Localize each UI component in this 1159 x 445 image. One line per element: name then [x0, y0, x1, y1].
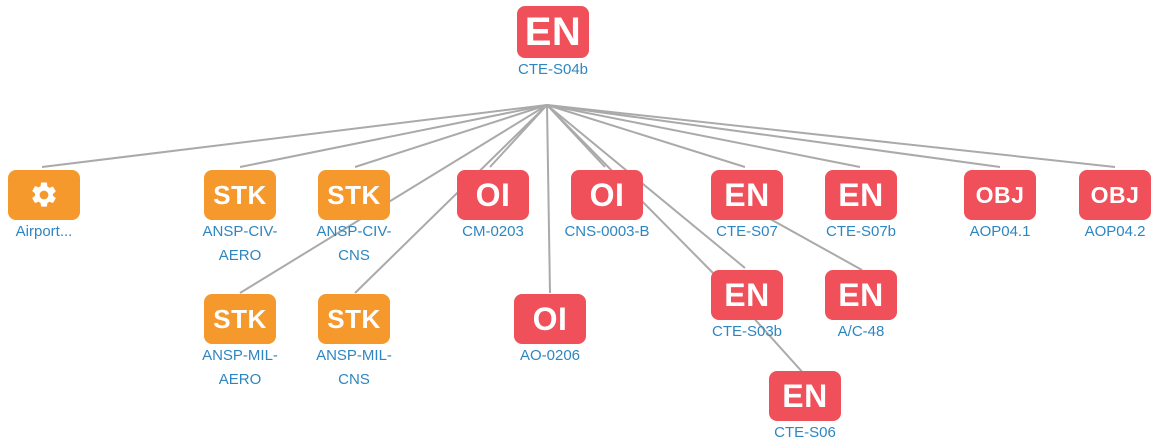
node-label: AOP04.1 [969, 223, 1031, 240]
node-label: ANSP-CIV-CNS [316, 223, 392, 264]
node-label: CTE-S04b [517, 61, 589, 78]
node-label: ANSP-MIL-AERO [202, 347, 278, 388]
stk-badge: STK [204, 170, 276, 220]
stk-badge: STK [318, 170, 390, 220]
edge [546, 104, 551, 294]
oi-badge: OI [514, 294, 586, 344]
edge [546, 104, 746, 269]
node-label: ANSP-MIL-CNS [316, 347, 392, 388]
en-badge: EN [825, 270, 897, 320]
edge [546, 104, 1116, 168]
oi-badge: OI [571, 170, 643, 220]
node-label: CM-0203 [462, 223, 524, 240]
en-badge: EN [711, 170, 783, 220]
oi-badge: OI [457, 170, 529, 220]
obj-badge: OBJ [964, 170, 1036, 220]
gear-badge [8, 170, 80, 220]
edge [546, 104, 746, 168]
node-ac-48[interactable]: EN A/C-48 [801, 270, 921, 344]
node-cns-0003-b[interactable]: OI CNS-0003-B [547, 170, 667, 244]
node-cte-s07b[interactable]: EN CTE-S07b [801, 170, 921, 244]
edge [41, 104, 548, 168]
node-label: CTE-S07 [716, 223, 778, 240]
node-label: A/C-48 [837, 323, 885, 340]
node-label: Airport... [15, 223, 73, 240]
node-label: ANSP-CIV-AERO [202, 223, 278, 264]
node-ansp-civ-aero[interactable]: STK ANSP-CIV-AERO [180, 170, 300, 268]
stk-badge: STK [318, 294, 390, 344]
edge [239, 104, 548, 294]
node-label: CTE-S07b [825, 223, 897, 240]
en-badge: EN [769, 371, 841, 421]
node-label: AO-0206 [519, 347, 581, 364]
node-cte-s06[interactable]: EN CTE-S06 [745, 371, 865, 445]
node-cte-s04b[interactable]: EN CTE-S04b [493, 6, 613, 82]
node-cm-0203[interactable]: OI CM-0203 [433, 170, 553, 244]
node-cte-s03b[interactable]: EN CTE-S03b [687, 270, 807, 344]
en-badge: EN [517, 6, 589, 58]
node-label: CTE-S03b [711, 323, 783, 340]
node-ansp-civ-cns[interactable]: STK ANSP-CIV-CNS [294, 170, 414, 268]
stk-badge: STK [204, 294, 276, 344]
obj-badge: OBJ [1079, 170, 1151, 220]
edge [546, 104, 861, 168]
node-label: AOP04.2 [1084, 223, 1146, 240]
en-badge: EN [711, 270, 783, 320]
node-ao-0206[interactable]: OI AO-0206 [490, 294, 610, 368]
gear-icon [32, 182, 56, 207]
node-airport[interactable]: Airport... [0, 170, 104, 244]
edge [354, 104, 548, 294]
node-ansp-mil-aero[interactable]: STK ANSP-MIL-AERO [180, 294, 300, 392]
edge [354, 104, 548, 168]
node-label: CTE-S06 [774, 424, 836, 441]
node-label: CNS-0003-B [564, 223, 650, 240]
node-ansp-mil-cns[interactable]: STK ANSP-MIL-CNS [294, 294, 414, 392]
en-badge: EN [825, 170, 897, 220]
edge [546, 104, 1001, 168]
node-aop04-1[interactable]: OBJ AOP04.1 [940, 170, 1060, 244]
edge [239, 104, 548, 168]
node-cte-s07[interactable]: EN CTE-S07 [687, 170, 807, 244]
node-aop04-2[interactable]: OBJ AOP04.2 [1055, 170, 1159, 244]
